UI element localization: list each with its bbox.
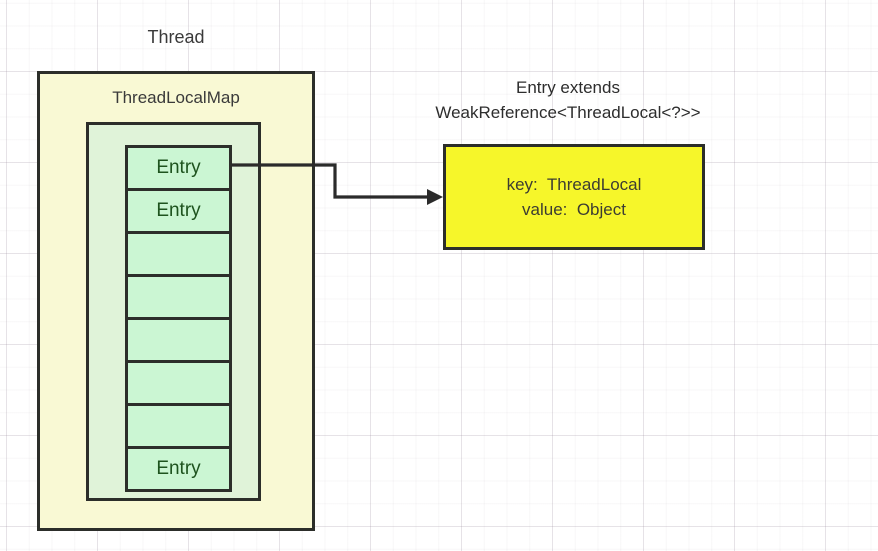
entry-slot-7: Entry	[125, 446, 232, 492]
entry-detail-box: key: ThreadLocal value: Object	[443, 144, 705, 250]
arrowhead-icon	[427, 189, 443, 205]
entry-slot-1: Entry	[125, 188, 232, 234]
entry-extends-note: Entry extends WeakReference<ThreadLocal<…	[395, 75, 741, 125]
entry-extends-note-line1: Entry extends	[516, 78, 620, 97]
entry-slot-5	[125, 360, 232, 406]
entry-key-line: key: ThreadLocal	[506, 175, 642, 194]
thread-label: Thread	[147, 27, 205, 47]
entry-slot-2	[125, 231, 232, 277]
entry-slot-6	[125, 403, 232, 449]
entry-value-line: value: Object	[522, 200, 626, 219]
threadlocalmap-title: ThreadLocalMap	[112, 88, 240, 107]
entry-slot-4	[125, 317, 232, 363]
entry-slot-stack: Entry Entry Entry	[125, 145, 232, 492]
entry-slot-0: Entry	[125, 145, 232, 191]
entry-slot-3	[125, 274, 232, 320]
entry-extends-note-line2: WeakReference<ThreadLocal<?>>	[435, 103, 701, 122]
